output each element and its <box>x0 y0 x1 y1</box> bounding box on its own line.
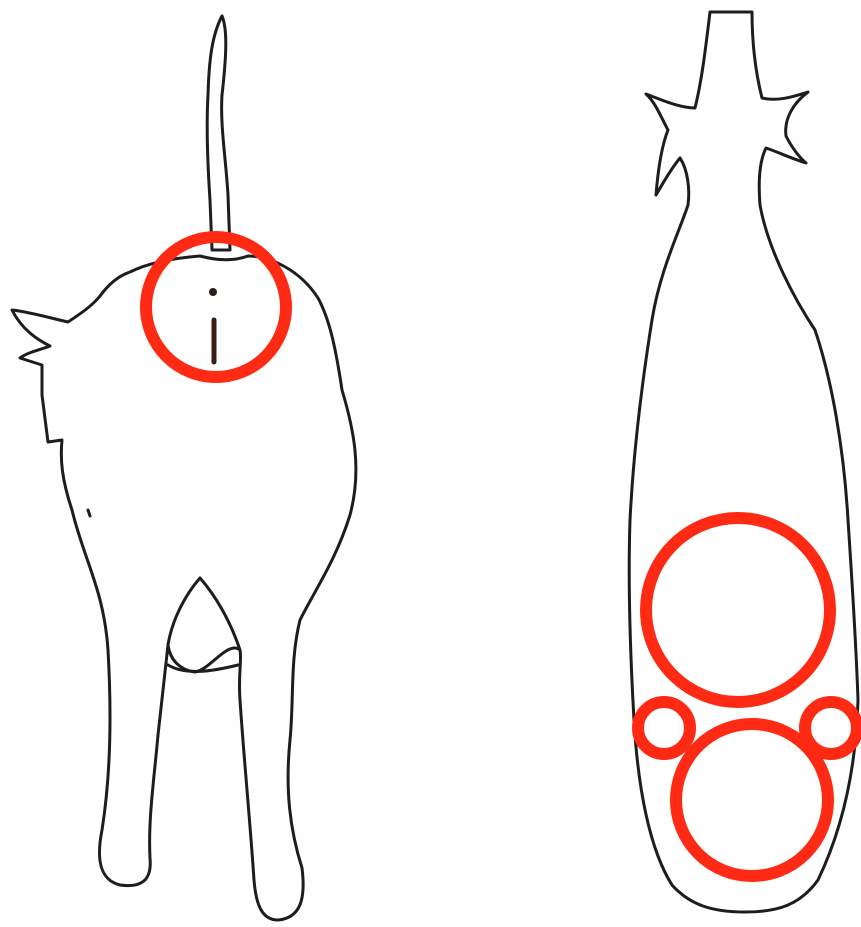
body-outline <box>12 256 356 920</box>
body-tick <box>88 510 90 516</box>
anus-mark <box>209 288 217 296</box>
cow-top-view <box>629 12 858 912</box>
cow-rear-view <box>12 16 356 920</box>
tail <box>207 16 230 250</box>
